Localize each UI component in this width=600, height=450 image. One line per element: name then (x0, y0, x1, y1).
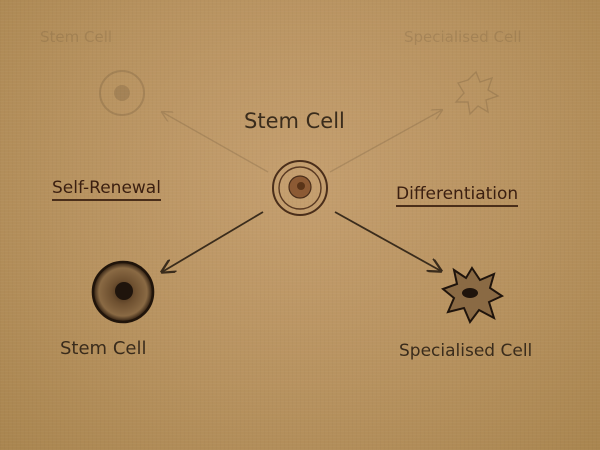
center-cell-nucleolus (297, 182, 305, 190)
center-cell-label: Stem Cell (244, 109, 345, 133)
center-cell-inner-membrane (278, 166, 322, 210)
result-stem-cell (91, 260, 155, 324)
result-stem-cell-label: Stem Cell (60, 338, 147, 359)
specialised-cell-label: Specialised Cell (399, 341, 533, 361)
faint-specialised-cell (454, 70, 500, 116)
self-renewal-label: Self-Renewal (52, 178, 161, 201)
result-stem-cell-nucleus (115, 282, 133, 300)
center-cell-outer-membrane (272, 160, 328, 216)
faint-nucleus (114, 85, 130, 101)
self-renewal-arrow (162, 211, 264, 272)
differentiation-label: Differentiation (396, 184, 519, 207)
faint-arrow-left (162, 112, 269, 173)
center-stem-cell (272, 160, 328, 216)
specialised-cell (440, 266, 505, 324)
faint-right-label: Specialised Cell (404, 28, 522, 46)
differentiation-arrow (334, 211, 441, 271)
faint-left-label: Stem Cell (40, 28, 113, 46)
faint-arrow-right (329, 110, 442, 173)
specialised-cell-nucleus (462, 288, 478, 298)
faint-sketch (99, 70, 500, 173)
faint-stem-cell (99, 70, 145, 116)
